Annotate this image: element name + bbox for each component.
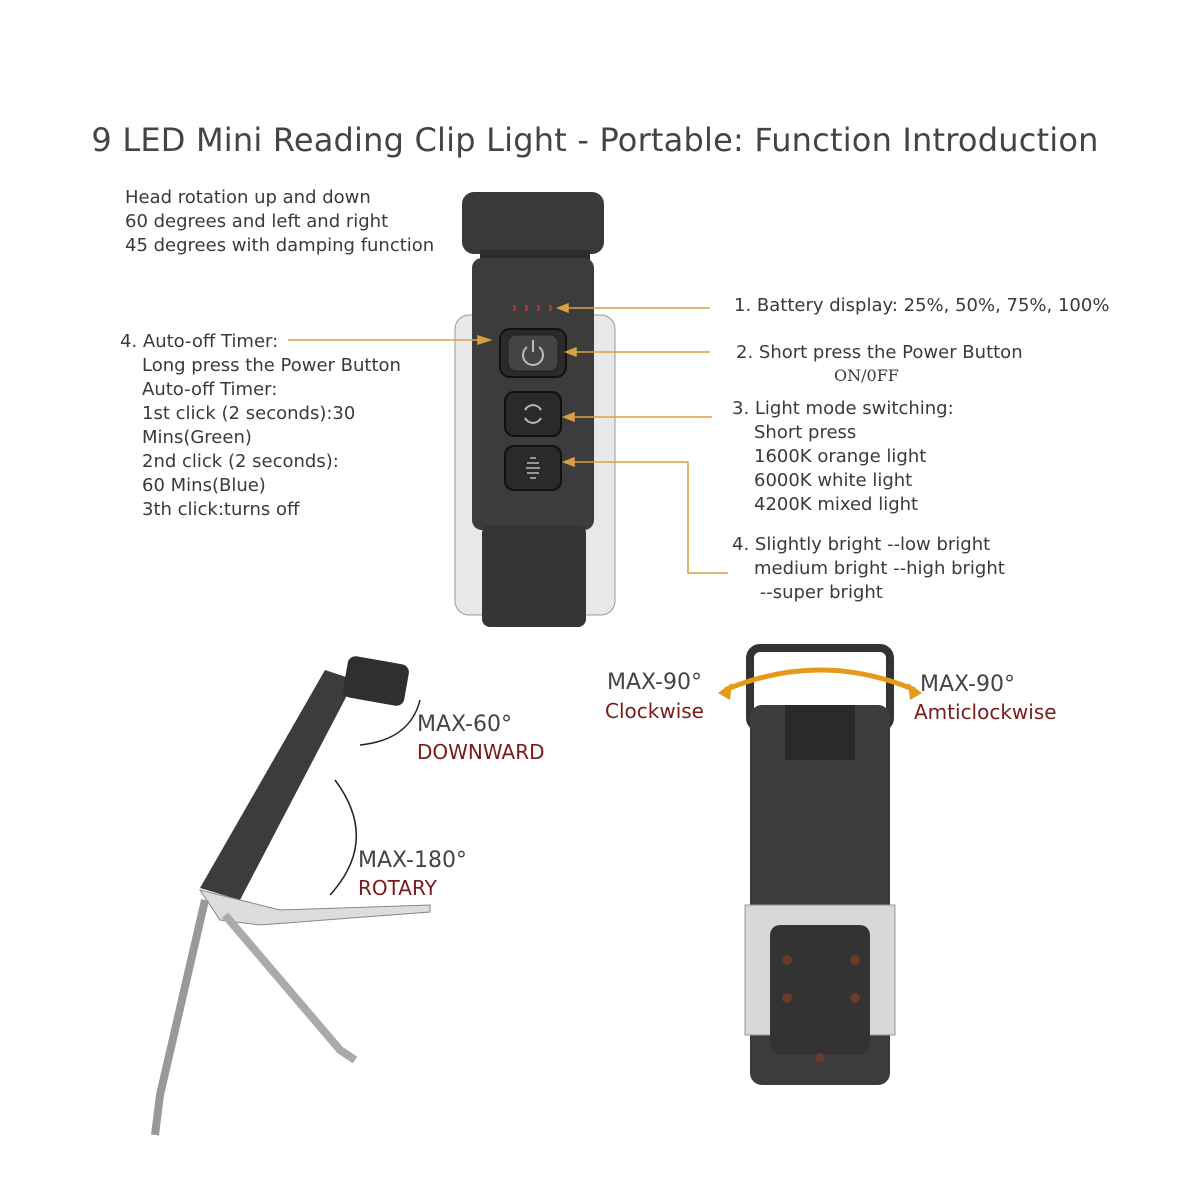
auto-off-heading: 4. Auto-off Timer: xyxy=(120,331,279,352)
back-view-device xyxy=(718,644,922,1085)
mode-callout: 3. Light mode switching: Short press 1600K… xyxy=(732,397,954,517)
head-rotation-line: Head rotation up and down xyxy=(125,187,371,208)
page-title: 9 LED Mini Reading Clip Light - Portable… xyxy=(91,121,1099,159)
auto-off-line: Auto-off Timer: xyxy=(142,379,278,400)
head-angle-label: DOWNWARD xyxy=(417,740,545,764)
power-button[interactable] xyxy=(499,328,567,378)
clockwise-label: Clockwise xyxy=(605,699,704,723)
auto-off-line: 2nd click (2 seconds): xyxy=(142,451,339,472)
auto-off-line: 1st click (2 seconds):30 xyxy=(142,403,356,424)
body-angle-value: MAX-180° xyxy=(358,848,467,873)
power-callout-sub: ON/0FF xyxy=(834,366,899,385)
mode-callout-heading: 3. Light mode switching: xyxy=(732,398,954,419)
head-angle-value: MAX-60° xyxy=(417,712,512,737)
mode-line: Short press xyxy=(754,422,857,443)
power-icon xyxy=(522,340,544,366)
brightness-line: medium bright --high bright xyxy=(754,558,1005,579)
head-rotation-line: 60 degrees and left and right xyxy=(125,211,389,232)
brightness-callout-heading: 4. Slightly bright --low bright xyxy=(732,534,991,555)
mode-line: 6000K white light xyxy=(754,470,913,491)
battery-indicator-leds xyxy=(513,305,552,311)
mode-button[interactable] xyxy=(504,391,562,437)
body-angle-label: ROTARY xyxy=(358,876,437,900)
auto-off-line: 3th click:turns off xyxy=(142,499,300,520)
anticlockwise-label: Amticlockwise xyxy=(914,700,1057,724)
front-device xyxy=(454,192,616,627)
power-callout-heading: 2. Short press the Power Button xyxy=(736,342,1023,363)
clockwise-value: MAX-90° xyxy=(607,670,702,695)
anticlockwise-value: MAX-90° xyxy=(920,672,1015,697)
head-rotation-text: Head rotation up and down 60 degrees and … xyxy=(125,186,434,258)
mode-line: 4200K mixed light xyxy=(754,494,919,515)
side-view-device xyxy=(151,656,431,1136)
brightness-icon xyxy=(526,457,540,479)
auto-off-line: Mins(Green) xyxy=(142,427,252,448)
auto-off-line: 60 Mins(Blue) xyxy=(142,475,266,496)
callout-lines xyxy=(288,302,728,574)
mode-line: 1600K orange light xyxy=(754,446,927,467)
brightness-button[interactable] xyxy=(504,445,562,491)
auto-off-line: Long press the Power Button xyxy=(142,355,401,376)
auto-off-callout: 4. Auto-off Timer: Long press the Power B… xyxy=(120,330,401,522)
brightness-line: --super bright xyxy=(754,582,883,603)
mode-cycle-icon xyxy=(524,404,542,424)
head-rotation-line: 45 degrees with damping function xyxy=(125,235,435,256)
brightness-callout: 4. Slightly bright --low bright medium br… xyxy=(732,533,1005,605)
battery-callout: 1. Battery display: 25%, 50%, 75%, 100% xyxy=(734,295,1110,316)
